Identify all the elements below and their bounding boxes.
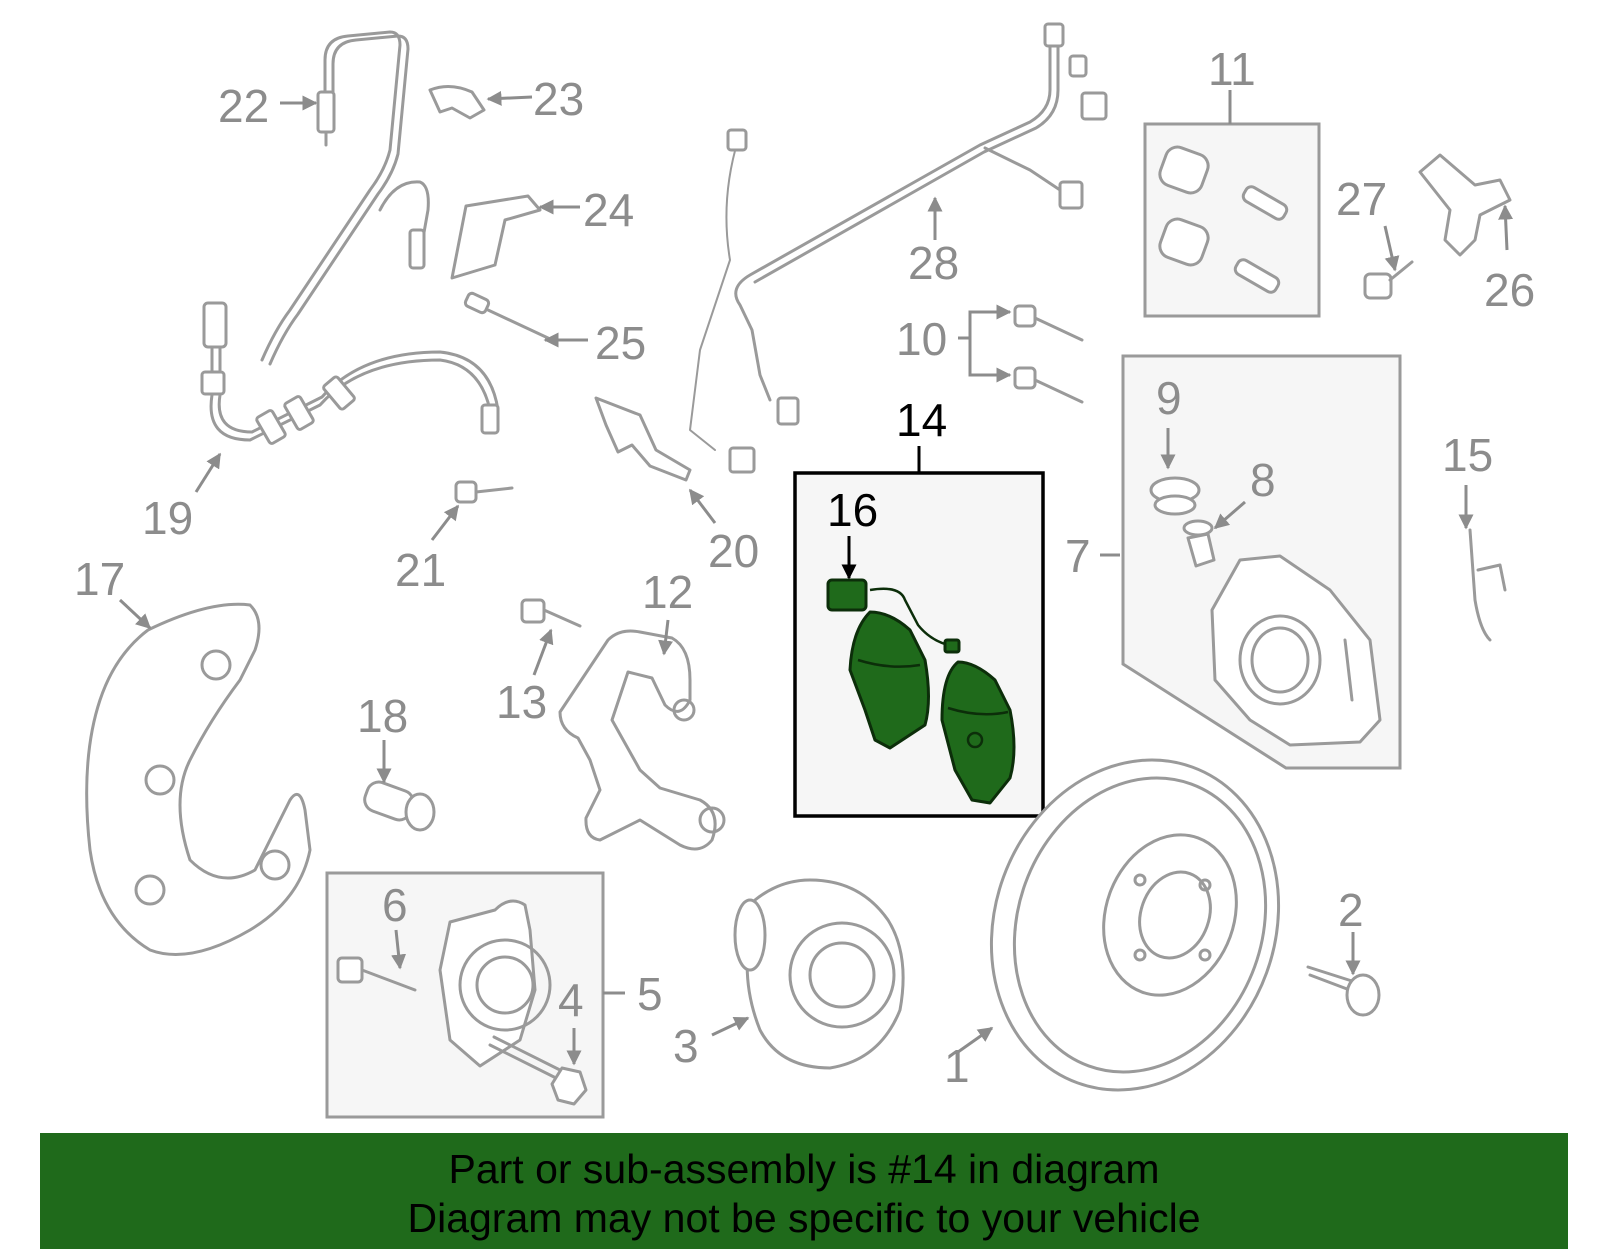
callout-1[interactable]: 1 [944,1040,970,1092]
callout-27[interactable]: 27 [1336,173,1387,225]
bolt-25 [463,291,550,340]
callout-12[interactable]: 12 [642,566,693,618]
callout-21[interactable]: 21 [395,544,446,596]
callout-18[interactable]: 18 [357,690,408,742]
callout-22[interactable]: 22 [218,80,269,132]
wheel-hub-3 [733,878,905,1070]
callout-23[interactable]: 23 [533,73,584,125]
callout-14[interactable]: 14 [896,394,947,446]
wheel-bearing-housing-5 [438,899,552,1068]
callout-13[interactable]: 13 [496,676,547,728]
callout-20[interactable]: 20 [708,525,759,577]
callout-19[interactable]: 19 [142,492,193,544]
bolt-13 [520,598,582,628]
caliper-carrier-12 [558,629,726,851]
bolt-2 [1306,965,1381,1017]
callout-25[interactable]: 25 [595,317,646,369]
wear-sensor-wire-28 [689,22,1108,474]
brake-caliper-7 [1210,554,1382,747]
callout-26[interactable]: 26 [1484,264,1535,316]
callout-28[interactable]: 28 [908,237,959,289]
brake-rotor-1 [989,758,1281,1092]
bracket-24 [450,194,542,280]
leader-lines [118,90,1514,1066]
bolt-4 [488,1035,588,1106]
callout-3[interactable]: 3 [673,1020,699,1072]
callout-7[interactable]: 7 [1065,530,1091,582]
callout-4[interactable]: 4 [558,974,584,1026]
callout-9[interactable]: 9 [1156,372,1182,424]
callout-17[interactable]: 17 [74,553,125,605]
callout-24[interactable]: 24 [583,184,634,236]
callout-10[interactable]: 10 [896,313,947,365]
brake-line-22 [260,30,430,366]
speed-sensor-26 [1418,153,1512,257]
splash-shield-17 [85,602,312,956]
info-banner: Part or sub-assembly is #14 in diagram D… [40,1133,1568,1249]
callout-5[interactable]: 5 [637,968,663,1020]
clip-15 [1468,528,1507,642]
callout-11[interactable]: 11 [1208,43,1256,95]
bolt-6 [336,956,417,992]
callout-16[interactable]: 16 [827,484,878,536]
bolt-27 [1363,260,1414,300]
callout-6[interactable]: 6 [382,879,408,931]
banner-line-disclaimer: Diagram may not be specific to your vehi… [407,1195,1201,1241]
bolts-10 [1013,304,1084,404]
banner-line-part-number: Part or sub-assembly is #14 in diagram [448,1146,1160,1192]
bleeder-valve-8 [1182,519,1216,568]
bracket-23 [428,85,486,120]
exploded-brake-diagram: 1 2 3 4 5 6 7 8 9 10 11 12 13 14 15 16 1… [74,22,1535,1119]
wear-sensor-16[interactable] [826,578,961,654]
callout-labels: 1 2 3 4 5 6 7 8 9 10 11 12 13 14 15 16 1… [74,43,1535,1092]
callout-15[interactable]: 15 [1442,429,1493,481]
callout-2[interactable]: 2 [1338,884,1364,936]
callout-8[interactable]: 8 [1250,454,1276,506]
brake-pad-set-14[interactable] [848,610,1016,805]
bolt-21 [454,480,514,504]
bolt-18 [363,780,436,832]
guide-pin-kit-11 [1158,145,1289,294]
brake-hose-19 [200,301,500,445]
bracket-20 [594,396,692,482]
